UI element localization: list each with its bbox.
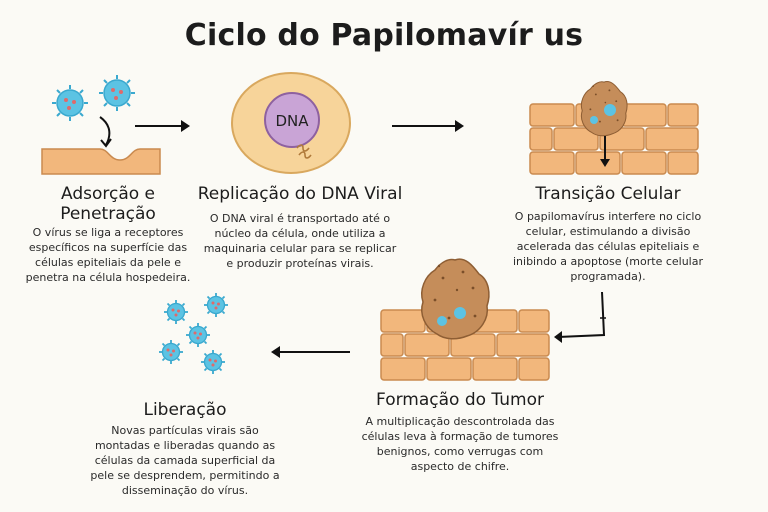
- stage-heading-transition: Transição Celular: [535, 184, 681, 204]
- stage-heading-release: Liberação: [143, 400, 227, 420]
- stage-heading-replication: Replicação do DNA Viral: [197, 184, 403, 204]
- virus-icon: [203, 292, 229, 318]
- virus-icon: [200, 349, 226, 375]
- virus-icon: [185, 322, 211, 348]
- virus-icon: [98, 74, 136, 112]
- arrow-elbow: [557, 291, 606, 338]
- nucleus-icon: [264, 92, 320, 148]
- virus-icon: [163, 299, 189, 325]
- skin-surface: [41, 148, 161, 175]
- stage-heading-tumor: Formação do Tumor: [376, 390, 544, 410]
- stage-description-replication: O DNA viral é transportado até o núcleo …: [203, 212, 397, 270]
- diagram-title: Ciclo do Papilomavír us: [184, 18, 584, 53]
- stage-description-adsorption: O vírus se liga a receptores específicos…: [25, 226, 191, 284]
- tumor-icon: [420, 258, 490, 340]
- virus-particle: [604, 104, 616, 116]
- stage-description-tumor: A multiplicação descontrolada das célula…: [361, 415, 559, 473]
- virus-icon: [51, 84, 89, 122]
- stage-description-release: Novas partículas virais são montadas e l…: [90, 424, 280, 497]
- virus-particle: [454, 307, 466, 319]
- stage-description-transition: O papilomavírus interfere no ciclo celul…: [512, 210, 703, 283]
- virus-icon: [158, 339, 184, 365]
- nucleus-label: DNA: [275, 112, 309, 130]
- stage-heading-adsorption: Adsorção e Penetração: [60, 184, 156, 224]
- entry-arrow: [99, 116, 111, 146]
